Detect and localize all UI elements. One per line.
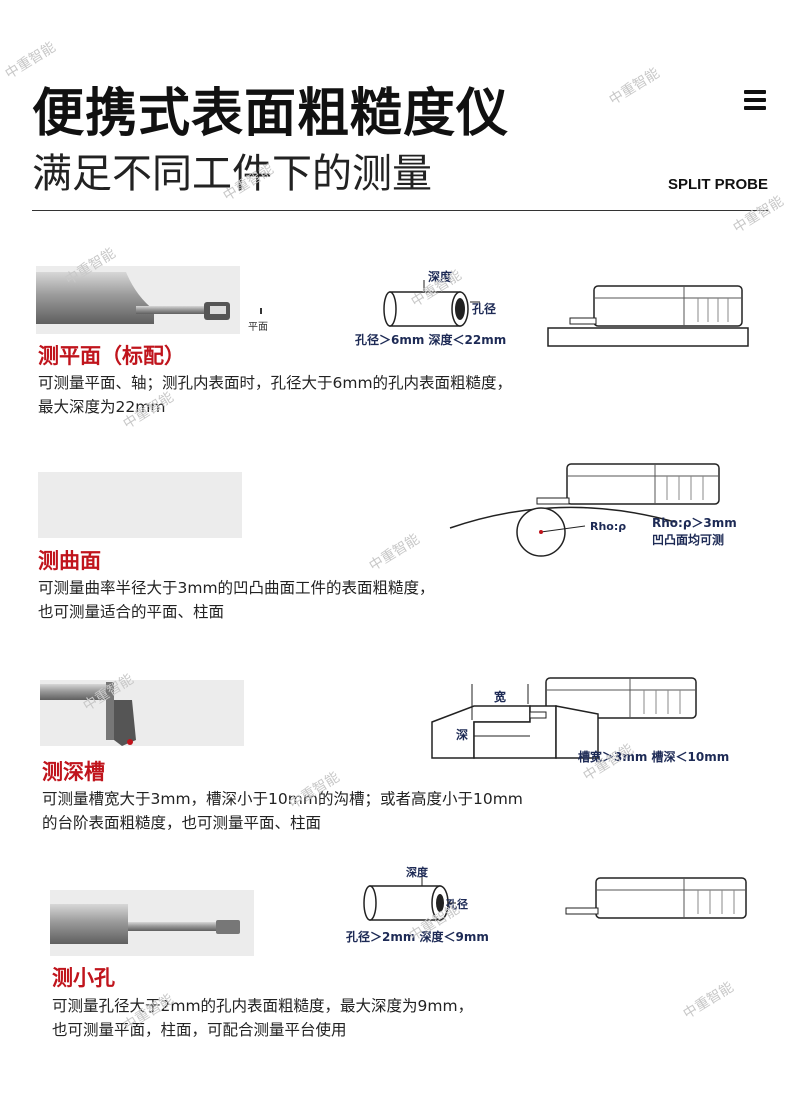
section-flat-desc-2: 最大深度为22mm	[38, 398, 166, 416]
header-divider	[32, 210, 768, 211]
section-groove-desc-2: 的台阶表面粗糙度，也可测量平面、柱面	[42, 814, 322, 832]
flat-label-mark	[260, 308, 262, 314]
bore-diameter-label: 孔径	[472, 302, 497, 316]
section-curved-title: 测曲面	[38, 549, 101, 573]
page-subtitle: 满足不同工件下的测量	[32, 151, 432, 197]
groove-probe-photo	[40, 680, 244, 746]
instrument-on-flat	[547, 285, 749, 347]
section-groove-title: 测深槽	[42, 760, 105, 784]
brand-label: SPLIT PROBE	[668, 176, 769, 193]
flat-label: 平面	[248, 322, 268, 333]
small-hole-instrument	[565, 877, 747, 919]
section-flat-title: 测平面（标配）	[38, 344, 185, 368]
page-title: 便携式表面粗糙度仪	[32, 84, 510, 144]
bore-diagram	[383, 280, 480, 327]
groove-spec: 槽宽＞3mm 槽深＜10mm	[578, 750, 730, 764]
section-hole-title: 测小孔	[52, 966, 115, 990]
groove-probe-drawing	[40, 682, 136, 746]
groove-width-label: 宽	[494, 690, 507, 704]
small-hole-probe-photo	[50, 890, 254, 956]
small-bore-spec: 孔径＞2mm 深度＜9mm	[346, 930, 489, 944]
flat-probe-drawing	[36, 272, 230, 324]
menu-icon[interactable]	[744, 90, 766, 110]
small-hole-probe-drawing	[50, 904, 240, 944]
bore-depth-label: 深度	[428, 270, 453, 284]
watermark: 中重智能	[2, 39, 59, 83]
section-curved-desc-1: 可测量曲率半径大于3mm的凹凸曲面工件的表面粗糙度，	[38, 579, 435, 597]
section-curved-desc-2: 也可测量适合的平面、柱面	[38, 603, 225, 621]
curved-spec-1: Rho:ρ＞3mm	[652, 516, 737, 530]
watermark: 中重智能	[606, 65, 663, 109]
small-bore-diagram	[363, 874, 456, 921]
section-hole-desc-2: 也可测量平面，柱面，可配合测量平台使用	[52, 1021, 347, 1039]
groove-depth-label: 深	[456, 728, 469, 742]
small-bore-diameter-label: 孔径	[446, 898, 468, 911]
section-flat-desc-1: 可测量平面、轴；测孔内表面时，孔径大于6mm的孔内表面粗糙度，	[38, 374, 513, 392]
watermark: 中重智能	[680, 979, 737, 1023]
small-bore-depth-label: 深度	[406, 866, 428, 879]
curved-surface-diagram	[449, 463, 720, 557]
curved-spec-2: 凹凸面均可测	[652, 533, 725, 547]
rho-label: Rho:ρ	[590, 520, 627, 533]
bore-spec: 孔径＞6mm 深度＜22mm	[355, 333, 507, 347]
curved-probe-photo	[38, 472, 242, 538]
watermark: 中重智能	[366, 531, 423, 575]
section-groove-desc-1: 可测量槽宽大于3mm，槽深小于10mm的沟槽；或者高度小于10mm	[42, 790, 523, 808]
flat-probe-photo	[36, 266, 240, 334]
groove-diagram	[431, 677, 697, 759]
watermark: 中重智能	[730, 193, 787, 237]
section-hole-desc-1: 可测量孔径大于2mm的孔内表面粗糙度，最大深度为9mm，	[52, 997, 474, 1015]
